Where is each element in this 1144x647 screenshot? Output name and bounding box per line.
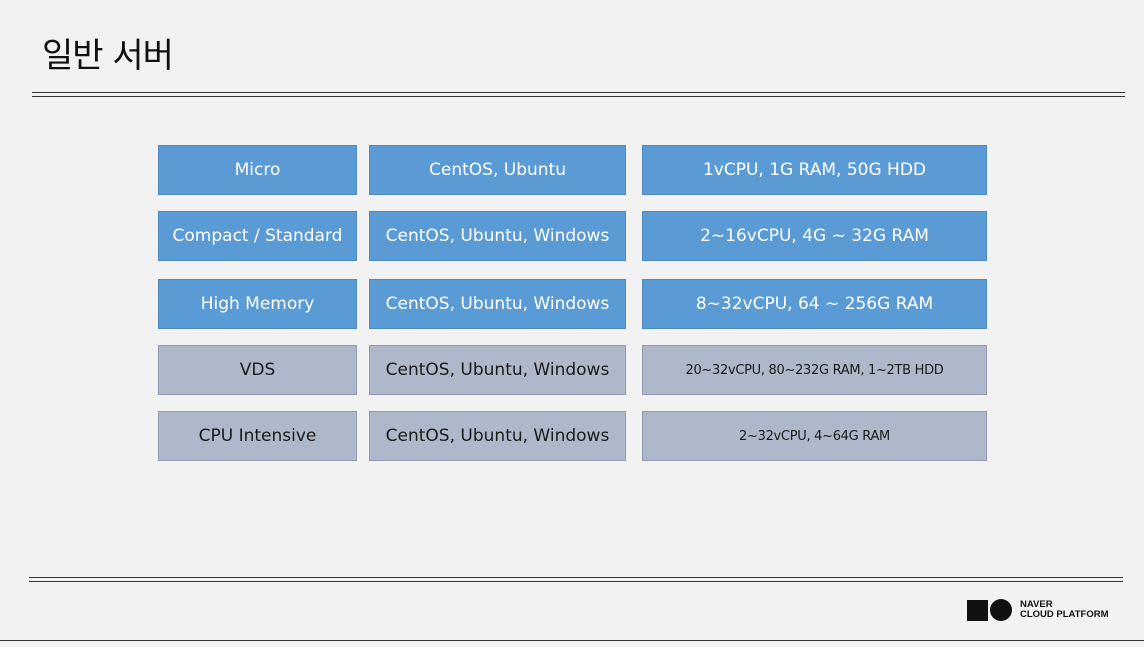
os-cell: CentOS, Ubuntu, Windows — [369, 279, 626, 329]
logo-circle-icon — [990, 599, 1012, 621]
page-title: 일반 서버 — [42, 36, 174, 76]
naver-cloud-logo: NAVER CLOUD PLATFORM — [967, 598, 1108, 622]
server-type-cell: High Memory — [158, 279, 357, 329]
logo-line-2: CLOUD PLATFORM — [1020, 609, 1109, 620]
spec-cell: 20~32vCPU, 80~232G RAM, 1~2TB HDD — [642, 345, 987, 395]
server-type-cell: CPU Intensive — [158, 411, 357, 461]
server-type-cell: Micro — [158, 145, 357, 195]
os-cell: CentOS, Ubuntu, Windows — [369, 345, 626, 395]
logo-line-1: NAVER — [1020, 599, 1053, 610]
server-type-cell: VDS — [158, 345, 357, 395]
footer-divider — [29, 577, 1123, 582]
os-cell: CentOS, Ubuntu, Windows — [369, 411, 626, 461]
logo-square-icon — [967, 599, 988, 621]
page-bottom-border — [0, 640, 1144, 641]
spec-cell: 2~32vCPU, 4~64G RAM — [642, 411, 987, 461]
spec-cell: 1vCPU, 1G RAM, 50G HDD — [642, 145, 987, 195]
spec-cell: 8~32vCPU, 64 ~ 256G RAM — [642, 279, 987, 329]
server-type-cell: Compact / Standard — [158, 211, 357, 261]
logo-text: NAVER CLOUD PLATFORM — [1020, 600, 1108, 620]
title-divider — [32, 92, 1125, 97]
os-cell: CentOS, Ubuntu — [369, 145, 626, 195]
spec-cell: 2~16vCPU, 4G ~ 32G RAM — [642, 211, 987, 261]
os-cell: CentOS, Ubuntu, Windows — [369, 211, 626, 261]
